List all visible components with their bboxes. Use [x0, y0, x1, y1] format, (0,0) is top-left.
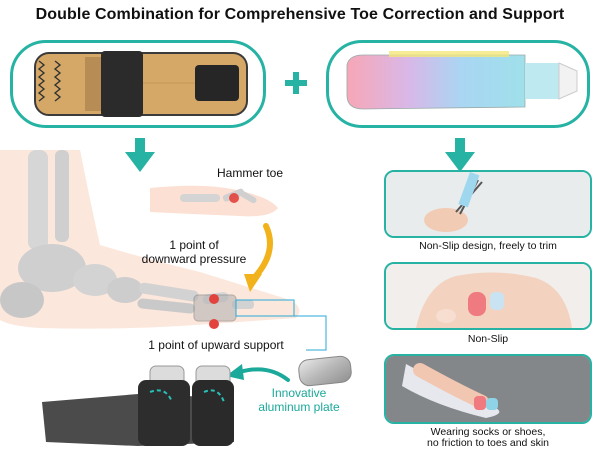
- feature-caption-shoes-line1: Wearing socks or shoes,: [430, 426, 546, 438]
- down-arrow-icon: [125, 138, 155, 172]
- splint-product-image: [34, 51, 248, 117]
- splint-open-image: [38, 362, 238, 448]
- plate-label-line1: Innovative: [271, 386, 327, 400]
- feature-caption-trim: Non-Slip design, freely to trim: [419, 240, 557, 252]
- aluminum-plate-image: [295, 354, 355, 388]
- feature-caption-shoes-line2: no friction to toes and skin: [427, 437, 549, 449]
- tape-product-image: [346, 51, 578, 110]
- feature-panel-nonslip: [384, 262, 592, 330]
- aluminum-plate-label: Innovative aluminum plate: [240, 386, 358, 414]
- down-arrow-icon: [445, 138, 475, 172]
- downward-pressure-line2: downward pressure: [141, 252, 247, 266]
- hammer-toe-illustration: [150, 168, 285, 228]
- curved-arrow-icon: [240, 222, 280, 294]
- page-title: Double Combination for Comprehensive Toe…: [35, 6, 565, 23]
- tape-product-frame: [326, 40, 590, 128]
- feature-panel-shoes: [384, 354, 592, 424]
- downward-pressure-line1: 1 point of: [169, 238, 219, 252]
- downward-pressure-label: 1 point of downward pressure: [126, 238, 262, 266]
- feature-caption-nonslip: Non-Slip: [467, 333, 509, 345]
- feature-panel-trim: [384, 170, 592, 238]
- foot-skeleton-illustration: [0, 150, 380, 370]
- feature-caption-shoes: Wearing socks or shoes, no friction to t…: [380, 427, 596, 449]
- plus-icon: [285, 72, 307, 94]
- upward-support-label: 1 point of upward support: [148, 338, 284, 352]
- splint-product-frame: [10, 40, 266, 128]
- plate-label-line2: aluminum plate: [258, 400, 340, 414]
- hammer-toe-label: Hammer toe: [216, 166, 284, 180]
